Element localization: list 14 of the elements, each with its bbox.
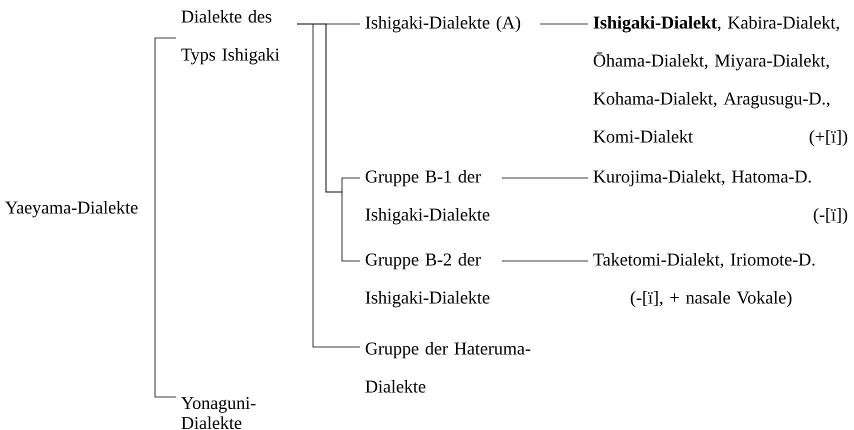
- group-label: Yaeyama-Dialekte: [5, 200, 138, 218]
- tree-branch-line: [296, 24, 360, 348]
- tree-branch-line: [154, 38, 176, 210]
- group-label: Dialekte des Typs Ishigaki: [181, 10, 280, 64]
- group-label: Gruppe B-2 der Ishigaki-Dialekte: [366, 252, 490, 308]
- group-label: Gruppe B-1 der Ishigaki-Dialekte: [366, 170, 490, 224]
- dialect-list: Taketomi-Dialekt, Iriomote-D. (-[ï], + nasale Vokale): [593, 252, 814, 308]
- tree-branch-line: [154, 210, 176, 398]
- group-label: Ishigaki-Dialekte (A): [366, 16, 520, 32]
- group-label: Yonaguni-Dialekte: [181, 396, 256, 430]
- dialect-list: Kurojima-Dialekt, Hatoma-D. (-[ï]): [594, 170, 848, 224]
- dialect-list: Ishigaki-Dialekt, Kabira-Dialekt, Ōhama-Dialekt, Miyara-Dialekt, Kohama-Dialekt, Aragusugu-D., Komi-Dialekt (+[ï]): [594, 16, 848, 146]
- group-label: Gruppe der Hateruma-Dialekte: [366, 342, 530, 393]
- tree-branch-line: [502, 260, 588, 262]
